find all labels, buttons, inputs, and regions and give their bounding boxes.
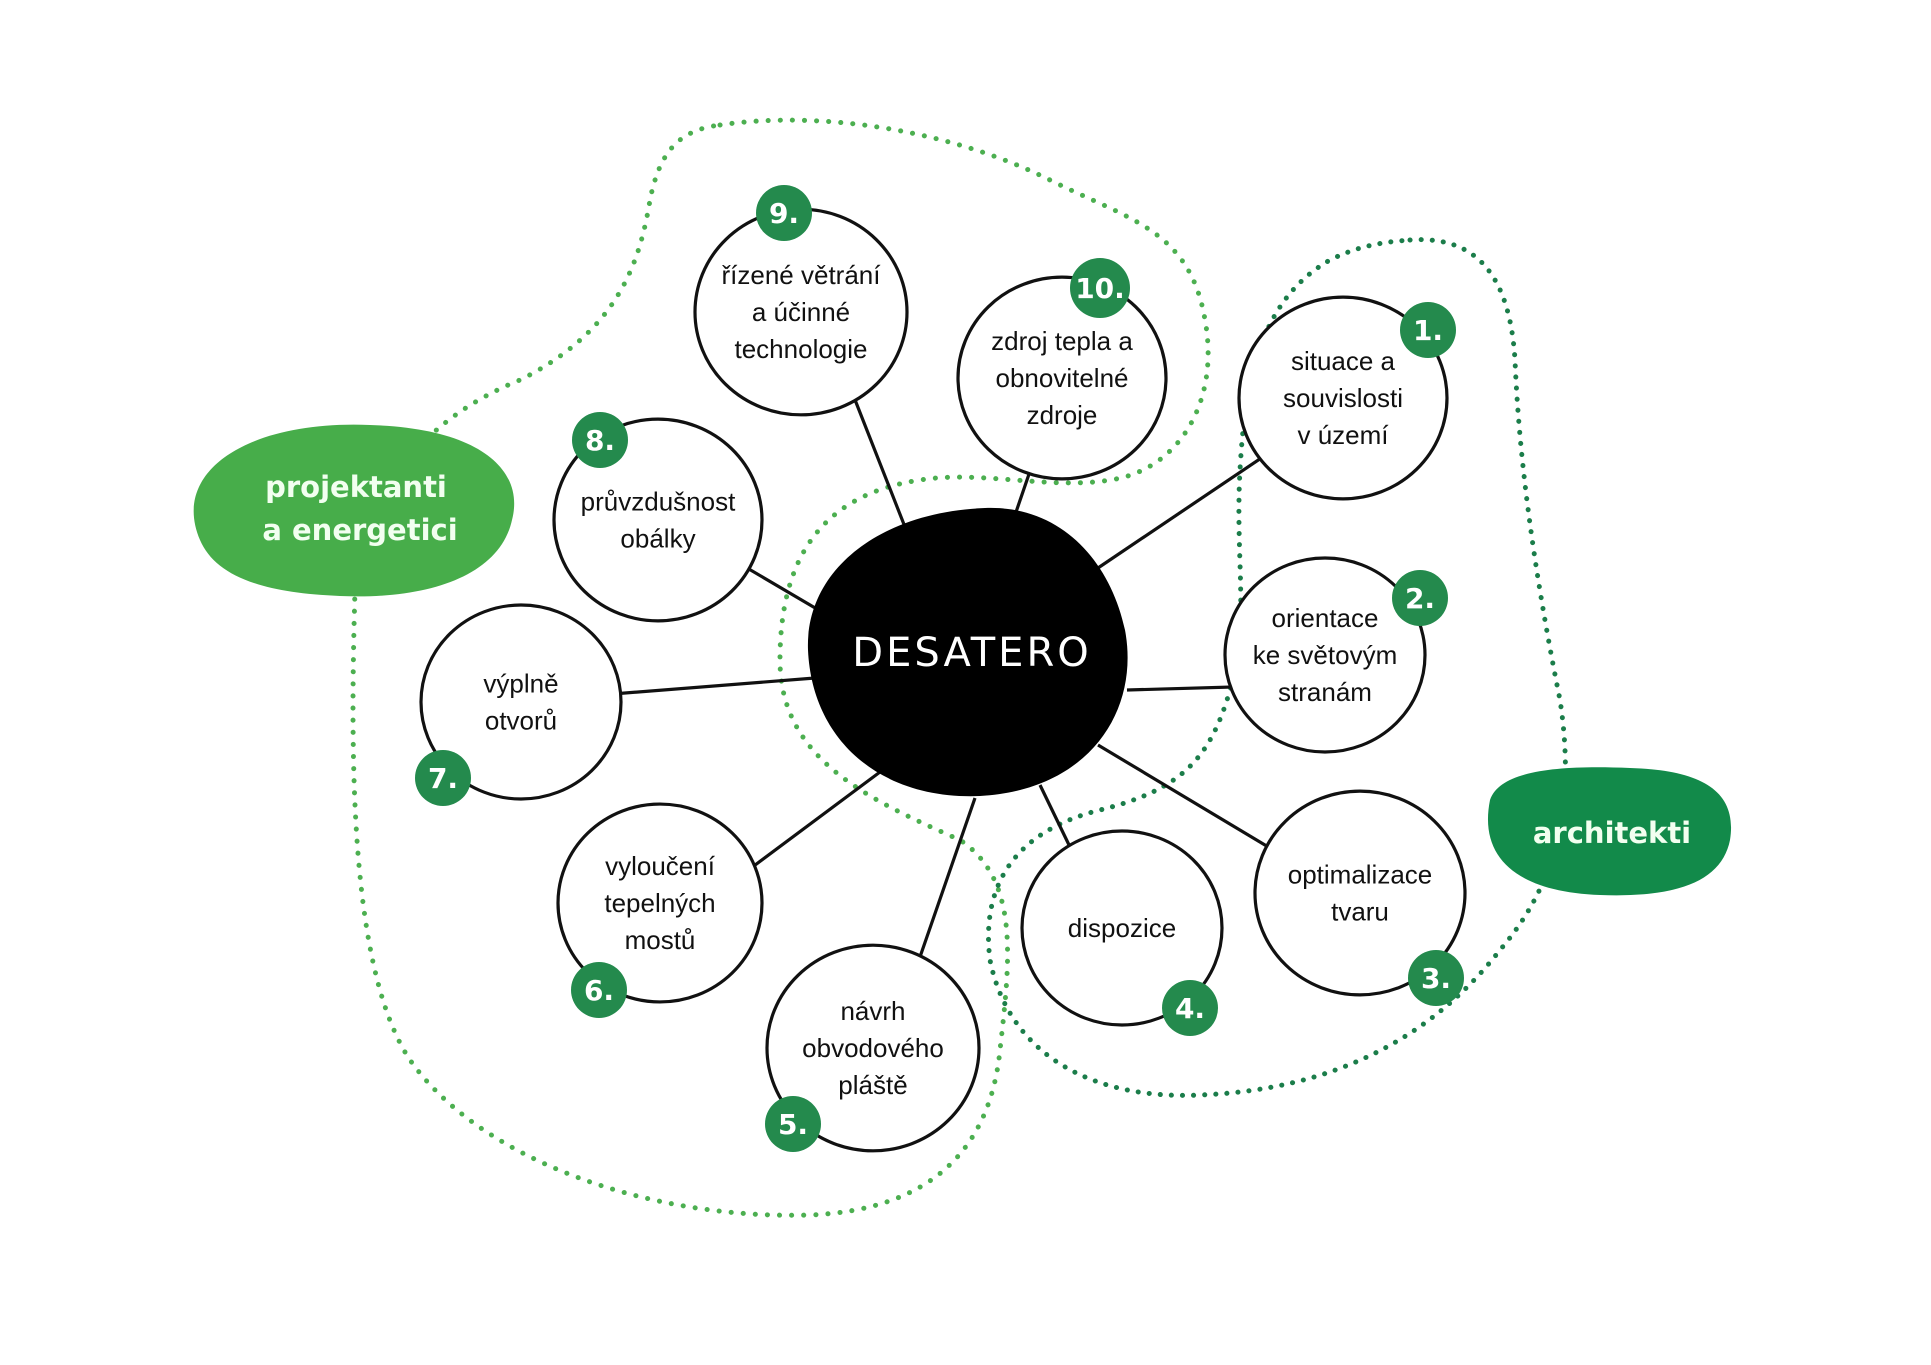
item-circle — [556, 802, 764, 1004]
item-node-3: optimalizace tvaru 3. — [1253, 789, 1467, 1006]
number-badge: 5. — [765, 1096, 821, 1152]
number-badge: 4. — [1162, 980, 1218, 1036]
badge-circle — [756, 185, 812, 241]
item-nodes: situace a souvislosti v území 1. orientace ke… — [415, 185, 1467, 1153]
arrow-to-item-9 — [846, 380, 907, 528]
item-label-line: technologie — [735, 334, 868, 364]
item-label-line: dispozice — [1068, 913, 1176, 943]
arrow-to-item-3 — [1097, 743, 1292, 862]
item-label-line: orientace — [1272, 603, 1379, 633]
item-label-line: řízené větrání — [722, 260, 882, 290]
badge-number: 3. — [1421, 962, 1451, 995]
architekti-blob — [1487, 767, 1732, 896]
number-badge: 9. — [756, 185, 812, 241]
item-circle — [552, 417, 764, 623]
item-node-8: průvzdušnost obálky 8. — [552, 412, 764, 623]
architekti-label: architekti — [1533, 816, 1691, 850]
number-badge: 1. — [1400, 302, 1456, 358]
badge-number: 10. — [1075, 272, 1125, 305]
item-label-line: zdroj tepla a — [991, 326, 1133, 356]
item-label-line: souvislosti — [1283, 383, 1403, 413]
number-badge: 3. — [1408, 950, 1464, 1006]
item-circle — [765, 943, 981, 1153]
badge-number: 1. — [1413, 314, 1443, 347]
item-node-5: návrh obvodového pláště 5. — [765, 943, 981, 1153]
number-badge: 7. — [415, 750, 471, 806]
item-node-6: vyloučení tepelných mostů 6. — [556, 802, 764, 1018]
center-title: DESATERO — [852, 630, 1091, 676]
badge-circle — [765, 1096, 821, 1152]
item-label-line: situace a — [1291, 346, 1396, 376]
item-label-line: mostů — [625, 925, 696, 955]
item-label-line: výplně — [483, 669, 558, 699]
item-label-line: tepelných — [604, 888, 715, 918]
item-circle — [1237, 295, 1449, 501]
item-node-2: orientace ke světovým stranám 2. — [1223, 556, 1448, 754]
item-node-4: dispozice 4. — [1020, 829, 1224, 1036]
projektanti-label-line-1: projektanti — [265, 470, 447, 504]
item-label-line: a účinné — [752, 297, 850, 327]
item-label-line: návrh — [840, 996, 905, 1026]
item-label-line: optimalizace — [1288, 860, 1433, 890]
center-blob — [807, 507, 1128, 797]
badge-number: 8. — [585, 424, 615, 457]
item-label-line: pláště — [838, 1070, 907, 1100]
number-badge: 2. — [1392, 570, 1448, 626]
item-label-line: obnovitelné — [996, 363, 1129, 393]
number-badge: 6. — [571, 962, 627, 1018]
item-label-line: ke světovým — [1253, 640, 1398, 670]
item-circle — [419, 603, 623, 801]
badge-circle — [572, 412, 628, 468]
item-label-line: obvodového — [802, 1033, 944, 1063]
item-node-10: zdroj tepla a obnovitelné zdroje 10. — [956, 258, 1168, 481]
badge-number: 7. — [428, 762, 458, 795]
arrow-to-item-5 — [909, 797, 977, 982]
badge-number: 4. — [1175, 992, 1205, 1025]
item-label-line: otvorů — [485, 706, 557, 736]
center-node: DESATERO — [807, 507, 1128, 797]
badge-number: 9. — [769, 197, 799, 230]
badge-circle — [571, 962, 627, 1018]
item-label-line: zdroje — [1027, 400, 1098, 430]
badge-circle — [1392, 570, 1448, 626]
item-label-line: tvaru — [1331, 897, 1389, 927]
item-label-line: stranám — [1278, 677, 1372, 707]
badge-circle — [1400, 302, 1456, 358]
arrow-to-item-7 — [598, 676, 816, 700]
item-circle — [1020, 829, 1224, 1027]
arrow-to-item-1 — [1094, 440, 1287, 572]
item-circle — [1253, 789, 1467, 997]
item-label-line: obálky — [620, 524, 695, 554]
item-node-9: řízené větrání a účinné technologie 9. — [693, 185, 909, 417]
group-label-projektanti: projektanti a energetici — [193, 424, 515, 597]
badge-number: 2. — [1405, 582, 1435, 615]
projektanti-blob — [193, 424, 515, 597]
badge-circle — [1070, 258, 1130, 318]
badge-circle — [415, 750, 471, 806]
badge-number: 5. — [778, 1108, 808, 1141]
item-node-7: výplně otvorů 7. — [415, 603, 623, 806]
badge-circle — [1408, 950, 1464, 1006]
badge-circle — [1162, 980, 1218, 1036]
number-badge: 10. — [1070, 258, 1130, 318]
item-label-line: v území — [1297, 420, 1389, 450]
projektanti-label-line-2: a energetici — [262, 513, 457, 547]
item-label-line: vyloučení — [605, 851, 716, 881]
number-badge: 8. — [572, 412, 628, 468]
badge-number: 6. — [584, 974, 614, 1007]
item-label-line: průvzdušnost — [581, 487, 736, 517]
group-label-architekti: architekti — [1487, 767, 1732, 896]
arrow-to-item-6 — [733, 770, 881, 882]
item-circle — [1223, 556, 1427, 754]
item-node-1: situace a souvislosti v území 1. — [1237, 295, 1456, 501]
item-circle — [956, 275, 1168, 481]
